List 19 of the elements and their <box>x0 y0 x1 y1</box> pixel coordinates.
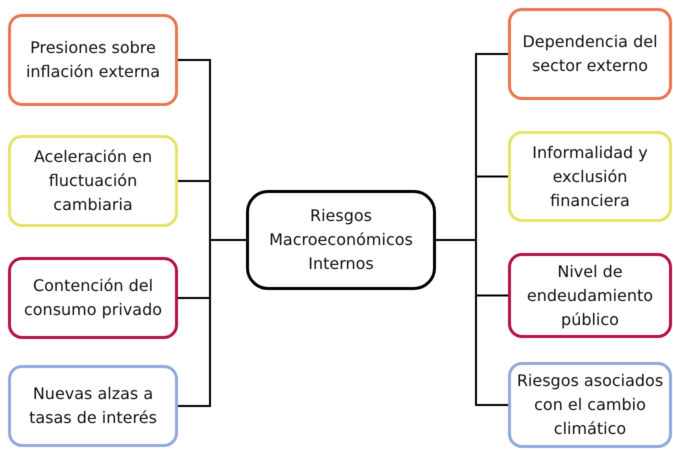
central-topic-box <box>246 190 436 290</box>
topic-text: Nivel de endeudamiento público <box>526 260 654 330</box>
topic-text: Riesgos Macroeconómicos Internos <box>268 205 414 275</box>
topic-text: Nuevas alzas a tasas de interés <box>28 383 158 429</box>
topic-box <box>508 362 672 448</box>
topic-box <box>8 14 178 106</box>
topic-text: Presiones sobre inflación externa <box>24 37 162 83</box>
topic-text: Contención del consumo privado <box>22 275 164 321</box>
topic-text: Informalidad y exclusión financiera <box>531 142 649 212</box>
topic-box <box>508 8 672 100</box>
topic-box <box>8 135 178 227</box>
topic-box <box>508 131 672 222</box>
topic-box <box>8 257 178 339</box>
topic-box <box>508 253 672 338</box>
topic-text: Riesgos asociados con el cambio climático <box>516 370 664 440</box>
connector-line <box>436 239 508 406</box>
topic-box <box>8 365 178 447</box>
topic-text: Aceleración en fluctuación cambiaria <box>32 146 154 216</box>
topic-text: Dependencia del sector externo <box>521 31 659 77</box>
